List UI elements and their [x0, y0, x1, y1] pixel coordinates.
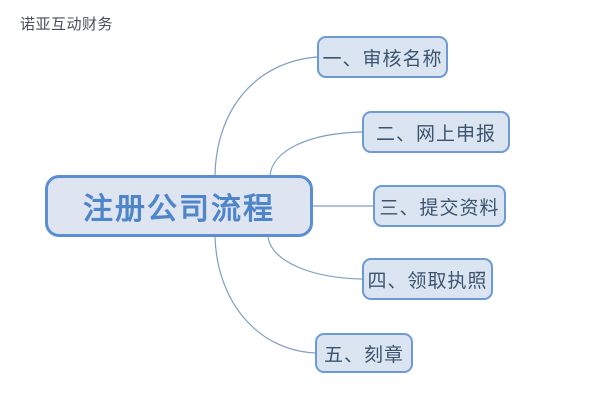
watermark-text: 诺亚互动财务	[20, 16, 114, 33]
branch-node-1-label: 一、审核名称	[322, 48, 443, 70]
branch-node-5[interactable]: 五、刻章	[315, 333, 413, 373]
branch-node-3-label: 三、提交资料	[379, 197, 500, 219]
connector-to-branch-4	[267, 236, 363, 280]
connector-to-branch-2	[269, 131, 363, 177]
branch-node-5-label: 五、刻章	[323, 344, 404, 366]
branch-node-4-label: 四、领取执照	[367, 270, 488, 292]
central-node[interactable]: 注册公司流程	[45, 175, 313, 237]
branch-node-2-label: 二、网上申报	[375, 123, 496, 145]
connector-to-branch-5	[214, 236, 316, 354]
branch-node-4[interactable]: 四、领取执照	[362, 258, 493, 300]
connector-to-branch-1	[214, 56, 318, 177]
central-node-label: 注册公司流程	[83, 193, 275, 226]
branch-node-2[interactable]: 二、网上申报	[362, 111, 510, 153]
branch-node-1[interactable]: 一、审核名称	[317, 36, 448, 78]
branch-node-3[interactable]: 三、提交资料	[373, 185, 506, 227]
